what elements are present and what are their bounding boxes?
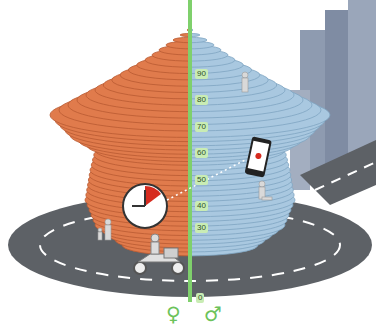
axis-number: 70 (195, 122, 208, 132)
axis-number: 30 (195, 223, 208, 233)
age-axis (188, 0, 192, 302)
phone-icon (244, 136, 271, 177)
axis-number: 40 (195, 201, 208, 211)
motorbike (134, 234, 184, 274)
people (98, 72, 272, 240)
tower-ring (173, 37, 190, 42)
tower-ring (190, 37, 207, 42)
tower-half (50, 29, 190, 256)
axis-number: 80 (195, 95, 208, 105)
clock-icon (123, 184, 167, 228)
tower-half (190, 29, 330, 256)
axis-number: 0 (196, 293, 204, 303)
gender-symbol: ♀ (166, 304, 181, 324)
axis-number: 60 (195, 148, 208, 158)
gender-symbol: ♂ (204, 304, 222, 324)
leader-line (167, 160, 245, 200)
axis-number: 50 (195, 175, 208, 185)
axis-number: 90 (195, 69, 208, 79)
